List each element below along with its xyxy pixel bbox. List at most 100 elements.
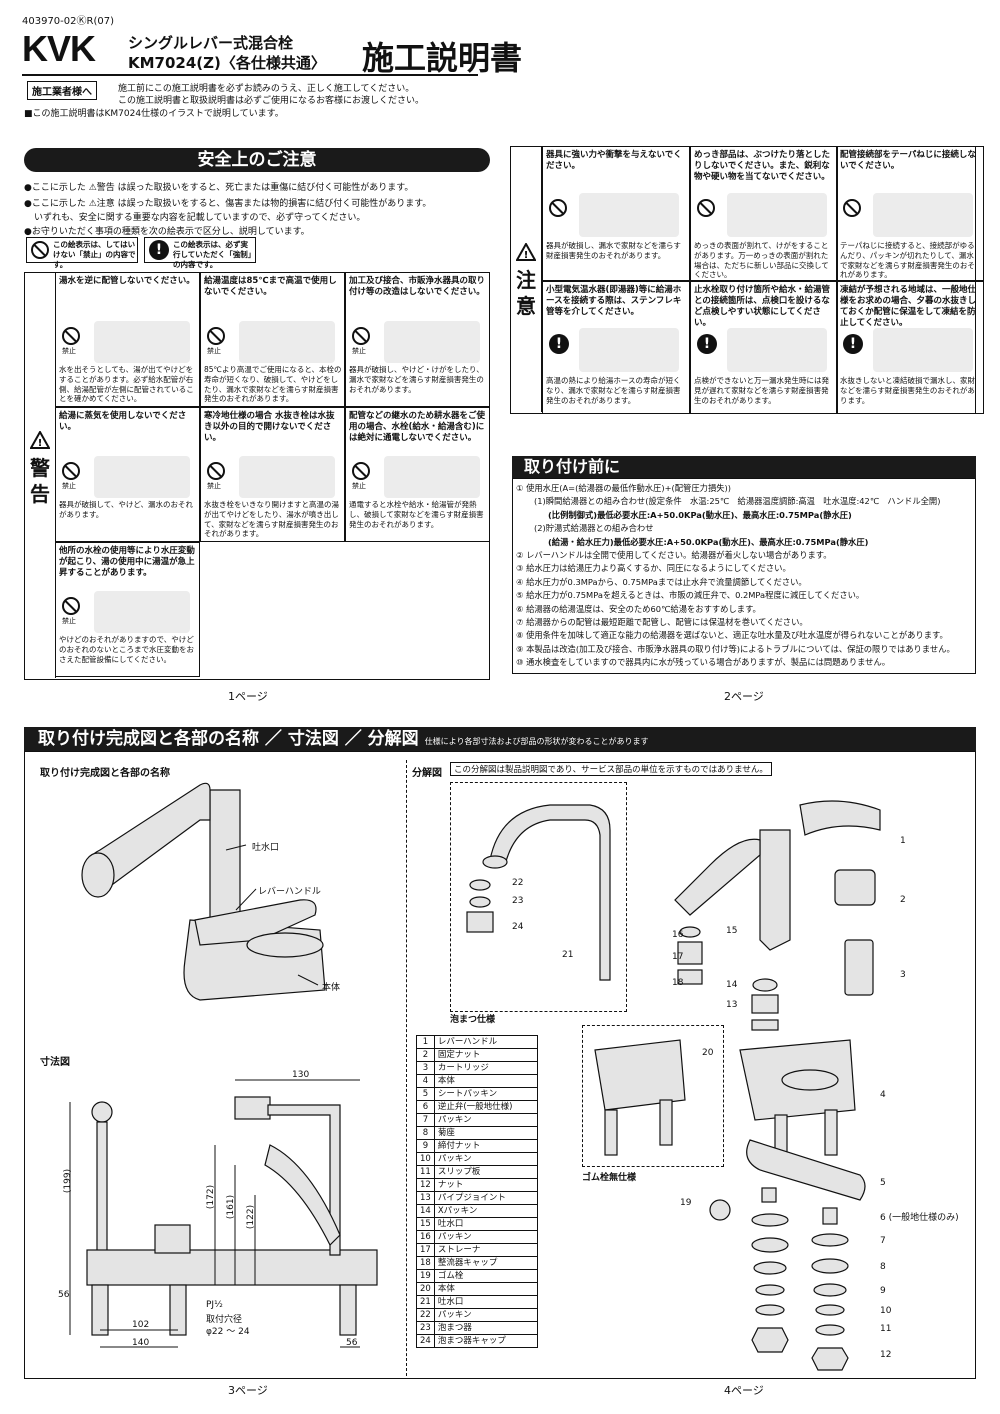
callout-23: 23 [512,896,524,906]
part-name: ゴム栓 [433,1269,538,1283]
callout-12: 12 [880,1350,892,1360]
prohibit-word: 禁止 [207,482,221,490]
warning-item-body: 水抜き栓をいきなり開けますと高温の湯が出てやけどをしたり、湯水が噴き出して、家財… [204,500,339,539]
page-number-4: 4ページ [724,1384,764,1397]
part-number: 11 [416,1165,435,1179]
illustration-faucet [579,328,679,372]
caution-item: めっき部品は、ぶつけたり落としたりしないでください。また、鋭利な物や硬い物を当て… [690,146,838,281]
prohibit-icon [62,597,80,615]
part-number: 1 [416,1035,435,1049]
warning-item: 加工及び接合、市販浄水器具の取り付け等の改造はしないでください。 禁止 器具が破… [345,272,490,407]
warning-item: 給湯温度は85℃まで高温で使用しないでください。 禁止 85℃より高温でご使用に… [200,272,345,407]
part-name: パッキン [433,1152,538,1166]
part-name: ストレーナ [433,1243,538,1257]
mandatory-icon: ! [549,334,569,354]
part-number: 15 [416,1217,435,1231]
before-install-line: ⑧ 使用条件を加味して適正な能力の給湯器を選ばないと、適正な吐水量及び吐水温度が… [516,630,948,641]
part-number: 12 [416,1178,435,1192]
part-number: 10 [416,1152,435,1166]
part-number: 22 [416,1308,435,1322]
brand-logo: KVK [22,28,96,69]
warning-item: 配管などの継水のため耕水器をご使用の場合、水栓(給水・給湯含む)には絶対に通電し… [345,407,490,542]
part-number: 24 [416,1334,435,1348]
before-install-line: ⑥ 給湯器の給湯温度は、安全のため60℃給湯をおすすめします。 [516,603,761,614]
part-number: 3 [416,1061,435,1075]
part-name: 吐水口 [433,1217,538,1231]
dim-140: 140 [132,1338,150,1348]
part-name: 締付ナット [433,1139,538,1153]
illustration-faucet [384,321,480,363]
part-number: 18 [416,1256,435,1270]
part-number: 21 [416,1295,435,1309]
caution-item-body: めっきの表面が割れて、けがをすることがあります。万一めっきの表面が割れた場合は、… [694,241,829,280]
callout-4: 4 [880,1090,886,1100]
callout-15: 15 [726,926,738,936]
callout-9: 9 [880,1286,886,1296]
callout-3: 3 [900,970,906,980]
dimension-title: 寸法図 [40,1057,70,1068]
model-note: ■この施工説明書はKM7024仕様のイラストで説明しています。 [24,109,284,119]
callout-14: 14 [726,980,738,990]
dim-199: (199) [63,1168,74,1194]
prohibit-icon [352,462,370,480]
warning-item-title: 給湯温度は85℃まで高温で使用しないでください。 [204,276,337,298]
part-name: パイプジョイント [433,1191,538,1205]
before-install-line: ⑩ 通水検査をしていますので器具内に水が残っている場合がありますが、製品には問題… [516,657,891,668]
assembly-drawing [81,782,326,1001]
page-number-2: 2ページ [724,690,764,703]
before-install-line: (2)貯湯式給湯器との組み合わせ [534,523,654,534]
part-number: 7 [416,1113,435,1127]
part-name: パッキン [433,1113,538,1127]
warning-item-title: 湯水を逆に配管しないでください。 [59,276,195,286]
part-number: 14 [416,1204,435,1218]
caution-item-body: テーパねじに接続すると、接続部がゆるんだり、パッキンが切れたりして、漏水で家財な… [840,241,975,280]
caution-item-title: 小型電気温水器(即湯器)等に給湯ホースを接続する際は、ステンフレキ管等を介してく… [546,285,682,318]
warning-item-body: やけどのおそれがありますので、やけどのおそれのないところまで水圧変動をおさえた配… [59,635,194,664]
part-name: 逆止弁(一般地仕様) [433,1100,538,1114]
dim-56-horizontal: 56 [346,1338,358,1348]
part-name: 固定ナット [433,1048,538,1062]
before-install-line: ⑤ 給水圧力が0.75MPaを超えるときは、市販の減圧弁で、0.2MPa程度に減… [516,590,865,601]
dim-pj: PJ½ [206,1300,223,1310]
illustration-faucet [239,456,335,498]
warning-item-title: 配管などの継水のため耕水器をご使用の場合、水栓(給水・給湯含む)には絶対に通電し… [349,411,486,444]
assembly-title: 取り付け完成図と各部の名称 [40,768,170,779]
manual-title: 施工説明書 [362,39,523,77]
before-install-line: ④ 給水圧力が0.3MPaから、0.75MPaまでは止水弁で流量調節してください… [516,576,807,587]
caution-item-title: 凍結が予想される地域は、一般地仕様をお求めの場合、夕暮の水抜きしておくか配管に保… [840,285,977,329]
part-number: 16 [416,1230,435,1244]
dimension-drawing [69,1079,378,1348]
prohibit-icon [31,241,49,259]
prohibit-word: 禁止 [62,617,76,625]
warning-item-body: 水を出そうとしても、湯が出てやけどをすることがあります。必ず給水配管が右側、給湯… [59,365,194,404]
illustration-faucet [727,193,827,237]
part-number: 8 [416,1126,435,1140]
warning-item-body: 通電すると水栓や給水・給湯管が発熱し、破損して家財などを濡らす財産損害発生のおそ… [349,500,484,529]
warning-item: 給湯に蒸気を使用しないでください。 禁止 器具が破損して、やけど、漏水のおそれが… [55,407,200,542]
installer-note-2: この施工説明書と取扱説明書は必ずご使用になるお客様にお渡しください。 [118,96,425,106]
warning-item: 寒冷地仕様の場合 水抜き栓は水抜き以外の目的で開けないでください。 禁止 水抜き… [200,407,345,542]
caution-item-body: 器具が破損し、漏水で家財などを濡らす財産損害発生のおそれがあります。 [546,241,681,260]
caution-item-body: 点検ができないと万一漏水発生時には発見が遅れて家財などを濡らす財産損害発生のおそ… [694,376,829,405]
prohibit-icon [62,462,80,480]
part-number: 20 [416,1282,435,1296]
illustration-faucet [873,193,973,237]
caution-item: 配管接続部をテーパねじに接続しないでください。 テーパねじに接続すると、接続部が… [836,146,984,281]
prohibit-icon [207,462,225,480]
part-name: 泡まつ器 [433,1321,538,1335]
illustration-faucet [239,321,335,363]
illustration-faucet [94,321,190,363]
dim-130: 130 [292,1070,310,1080]
warning-item-body: 85℃より高温でご使用になると、本栓の寿命が短くなり、破損して、やけどをしたり、… [204,365,342,404]
callout-22: 22 [512,878,524,888]
part-name: ナット [433,1178,538,1192]
prohibit-icon [62,327,80,345]
